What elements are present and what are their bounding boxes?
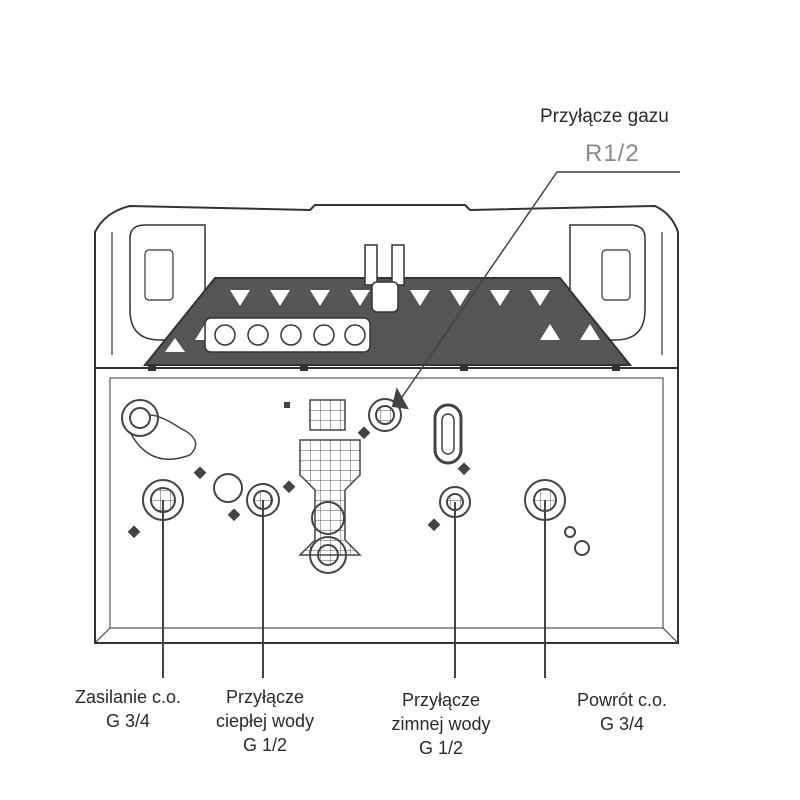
label-line: G 3/4 bbox=[599, 714, 645, 734]
label-zimna-woda: Przyłącze zimnej wody G 1/2 bbox=[361, 688, 521, 760]
label-line: Zasilanie c.o. bbox=[74, 687, 182, 707]
label-line: G 3/4 bbox=[105, 711, 151, 731]
label-zasilanie-co: Zasilanie c.o. G 3/4 bbox=[48, 685, 208, 733]
connection-stubs bbox=[121, 398, 590, 574]
leader-lines bbox=[162, 171, 680, 678]
label-line: G 1/2 bbox=[242, 735, 288, 755]
label-line: ciepłej wody bbox=[215, 711, 315, 731]
gas-connection-label: Przyłącze gazu bbox=[540, 106, 669, 127]
label-powrot-co: Powrót c.o. G 3/4 bbox=[542, 688, 702, 736]
label-line: G 1/2 bbox=[418, 738, 464, 758]
burner-grille bbox=[142, 244, 633, 366]
gas-connection-spec: R1/2 bbox=[585, 140, 640, 167]
boiler-lower-housing bbox=[94, 365, 679, 644]
boiler-top-housing bbox=[94, 204, 679, 369]
label-line: Przyłącze bbox=[225, 687, 305, 707]
label-line: zimnej wody bbox=[391, 714, 491, 734]
label-line: Przyłącze bbox=[401, 690, 481, 710]
label-line: Powrót c.o. bbox=[576, 690, 668, 710]
label-ciepla-woda: Przyłącze ciepłej wody G 1/2 bbox=[185, 685, 345, 757]
